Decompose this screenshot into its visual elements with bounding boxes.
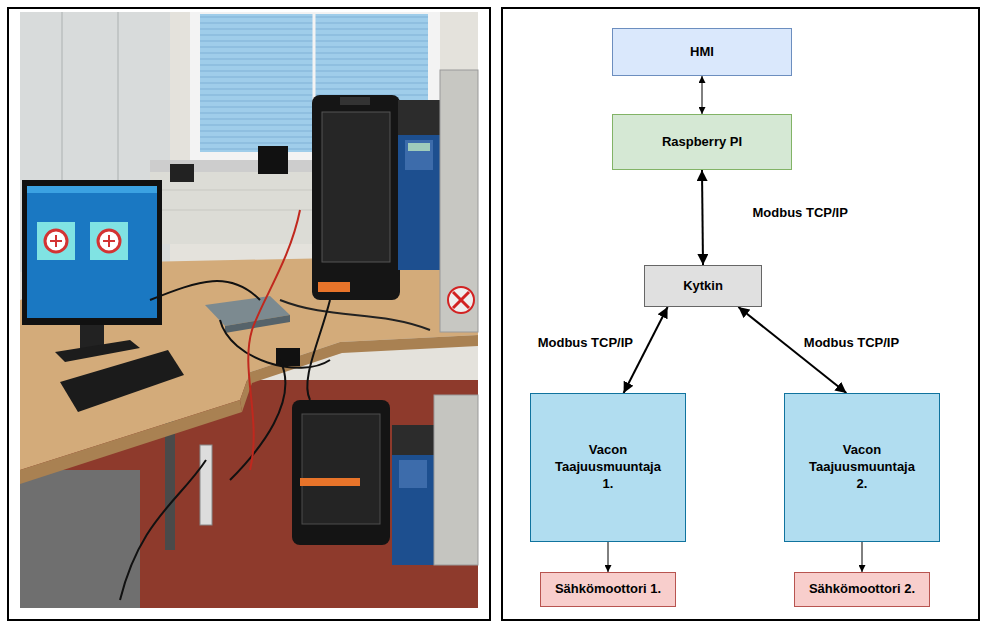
small-device (170, 164, 194, 182)
converter-box: Vacon Taajuusmuuntaja 2. (784, 393, 940, 542)
wall (20, 12, 478, 608)
power-strip (200, 445, 212, 525)
connector (702, 76, 703, 114)
lab-photo (300, 478, 360, 486)
cables (220, 320, 330, 368)
node-label: Sähkömoottori 1. (555, 581, 661, 598)
lab-photo (453, 292, 469, 308)
cables (120, 210, 430, 600)
lab-photo (55, 340, 140, 362)
drive-case (292, 400, 390, 545)
lab-photo (448, 287, 474, 313)
lab-photo (98, 230, 120, 252)
cables (307, 300, 330, 400)
cables (280, 300, 430, 330)
lab-photo (398, 100, 440, 135)
lab-photo (340, 97, 370, 105)
monitor-screen (27, 186, 157, 318)
connector (862, 542, 863, 572)
node-label: Kytkin (683, 278, 723, 295)
lab-photo (20, 12, 478, 608)
small-device (258, 146, 288, 174)
hmi-box: HMI (612, 28, 792, 76)
connector (608, 542, 609, 572)
frequency-converter (392, 425, 434, 565)
cables (150, 281, 260, 300)
lab-photo (322, 112, 390, 262)
converter-box: Vacon Taajuusmuuntaja 1. (530, 393, 686, 542)
cables (248, 210, 300, 470)
drive-case (312, 95, 400, 300)
switch-box: Kytkin (644, 265, 762, 307)
cables (230, 360, 285, 480)
node-label: Vacon Taajuusmuuntaja 2. (804, 442, 920, 493)
motor-box: Sähkömoottori 1. (540, 572, 676, 607)
node-label: Raspberry PI (662, 134, 742, 151)
monitor (22, 180, 162, 325)
under-desk-shadow (20, 470, 140, 608)
lab-photo (408, 143, 430, 151)
motor-unit (434, 395, 478, 565)
motor-unit (440, 70, 478, 332)
cables (120, 460, 206, 600)
protocol-label: Modbus TCP/IP (536, 335, 635, 351)
protocol-label: Modbus TCP/IP (802, 335, 901, 351)
lab-photo (318, 282, 350, 292)
keyboard (60, 350, 184, 412)
lab-photo (453, 292, 469, 308)
lab-photo (405, 140, 433, 170)
lab-photo (392, 425, 434, 455)
node-label: HMI (690, 44, 714, 61)
screen-tile (37, 222, 75, 260)
frequency-converter (398, 100, 440, 270)
lab-photo (302, 414, 380, 524)
panel-frame (502, 8, 979, 620)
screen-tile (90, 222, 128, 260)
desk-leg (165, 420, 175, 550)
small-device (276, 348, 300, 366)
lab-photo (399, 460, 427, 488)
node-label: Vacon Taajuusmuuntaja 1. (550, 442, 666, 493)
lab-photo (27, 186, 157, 193)
panel-frame (8, 8, 490, 620)
lab-photo (45, 230, 67, 252)
motor-box: Sähkömoottori 2. (794, 572, 930, 607)
controller-box: Raspberry PI (612, 114, 792, 170)
node-label: Sähkömoottori 2. (809, 581, 915, 598)
lab-photo (108, 235, 110, 247)
lab-photo (55, 235, 57, 247)
connector (702, 170, 703, 265)
protocol-label: Modbus TCP/IP (751, 205, 850, 221)
